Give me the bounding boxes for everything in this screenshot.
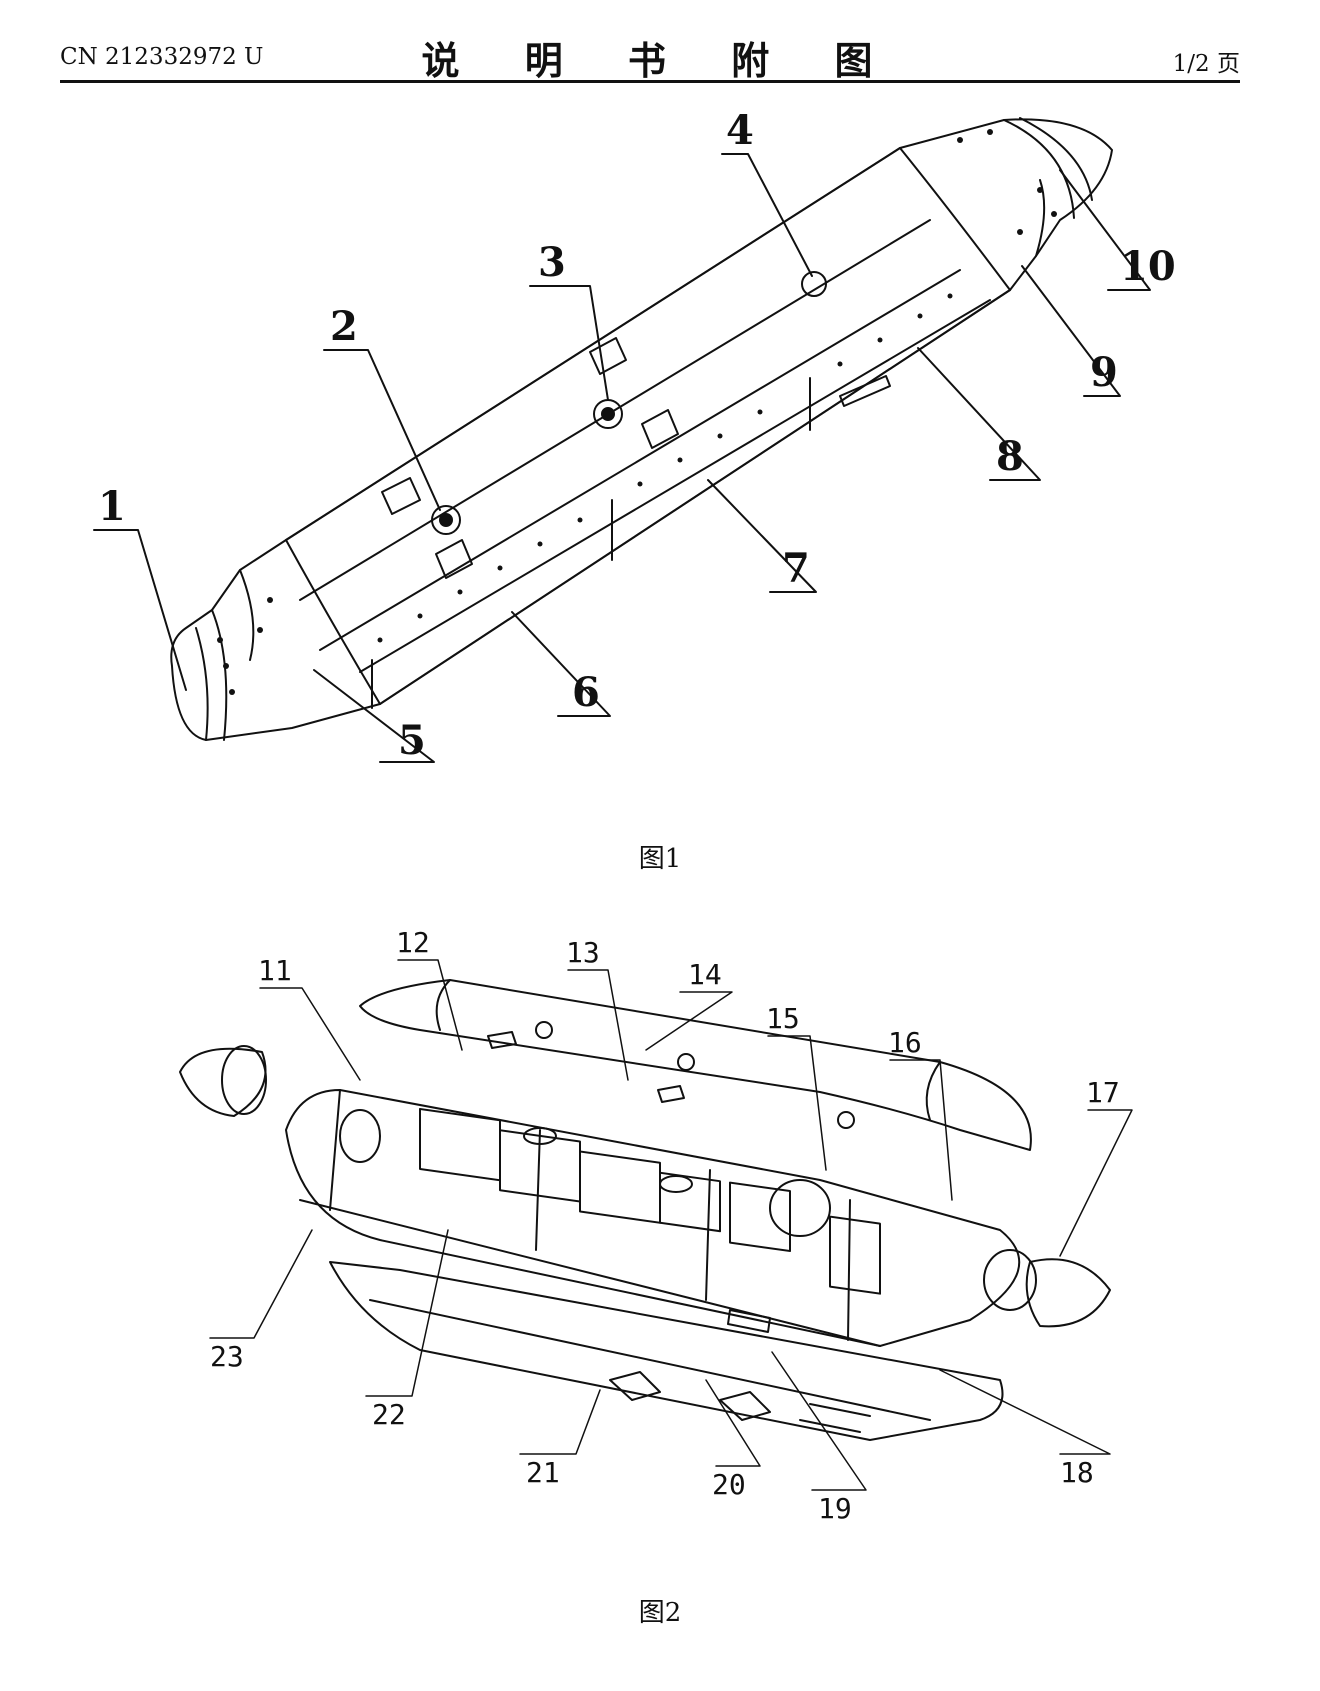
page-number: 1/2 页 xyxy=(1172,51,1240,77)
fitting-2-center xyxy=(439,513,453,527)
fig2-label-23: 23 xyxy=(210,1340,244,1373)
fig2-label-21: 21 xyxy=(526,1456,560,1489)
fig2-label-18: 18 xyxy=(1060,1456,1094,1489)
fig2-label-16: 16 xyxy=(888,1026,922,1059)
pod-body-outline xyxy=(170,117,1113,741)
fig2-label-11: 11 xyxy=(258,954,292,987)
fig1-label-3: 3 xyxy=(538,239,566,286)
rivet-row xyxy=(217,129,1057,695)
fig2-label-14: 14 xyxy=(688,958,722,991)
leader-lines xyxy=(93,153,1151,763)
fig2-label-20: 20 xyxy=(712,1468,746,1501)
fitting-2 xyxy=(431,505,461,535)
fig1-label-10: 10 xyxy=(1120,243,1176,290)
fig1-label-8: 8 xyxy=(996,433,1024,480)
internal-modules xyxy=(339,1108,1037,1311)
fig1-label-5: 5 xyxy=(398,717,426,764)
document-number: CN 212332972 U xyxy=(60,44,264,70)
hatch-panels xyxy=(381,337,891,579)
fig1-label-9: 9 xyxy=(1090,349,1118,396)
fig1-label-4: 4 xyxy=(726,107,754,154)
fig1-label-2: 2 xyxy=(330,303,358,350)
fig2-label-12: 12 xyxy=(396,926,430,959)
figure-2-caption: 图2 xyxy=(638,1598,682,1628)
figure-2-drawing xyxy=(179,979,1111,1441)
fig2-leader-lines xyxy=(209,959,1133,1491)
fitting-4 xyxy=(801,271,827,297)
fig1-label-7: 7 xyxy=(782,545,810,592)
fitting-3-center xyxy=(601,407,615,421)
fig1-label-1: 1 xyxy=(98,483,126,530)
fig2-label-13: 13 xyxy=(566,936,600,969)
fig2-label-15: 15 xyxy=(766,1002,800,1035)
fig2-label-19: 19 xyxy=(818,1492,852,1525)
fig2-label-17: 17 xyxy=(1086,1076,1120,1109)
figure-1-caption: 图1 xyxy=(638,844,682,874)
fig2-label-22: 22 xyxy=(372,1398,406,1431)
page-title: 说 明 书 附 图 xyxy=(421,39,899,83)
fig1-label-6: 6 xyxy=(572,669,600,716)
header-rule xyxy=(60,80,1240,83)
